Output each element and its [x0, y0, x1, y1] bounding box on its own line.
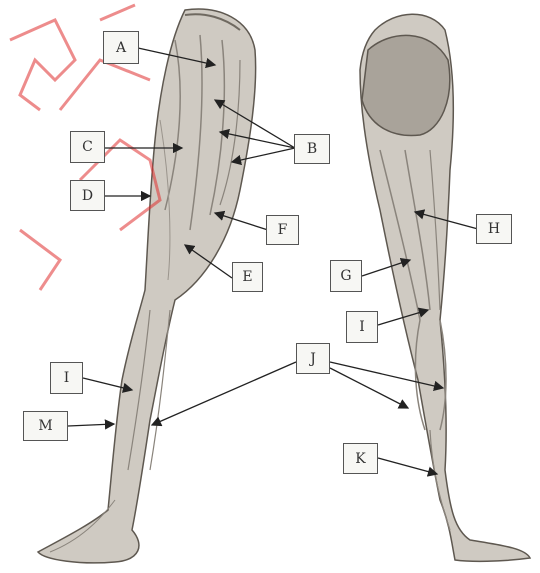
- left-leg-front-view: [38, 9, 256, 563]
- label-a: A: [103, 31, 139, 64]
- label-i-right: I: [346, 311, 378, 343]
- label-i-left: I: [50, 362, 83, 394]
- label-e: E: [232, 262, 263, 292]
- label-k: K: [343, 443, 378, 474]
- label-c: C: [70, 131, 105, 163]
- label-g: G: [330, 260, 362, 292]
- label-d: D: [70, 180, 105, 211]
- label-f: F: [266, 215, 299, 245]
- label-j: J: [296, 343, 330, 374]
- label-m: M: [23, 411, 68, 441]
- right-leg-back-view: [360, 14, 530, 561]
- label-h: H: [476, 214, 512, 244]
- label-b: B: [294, 134, 330, 164]
